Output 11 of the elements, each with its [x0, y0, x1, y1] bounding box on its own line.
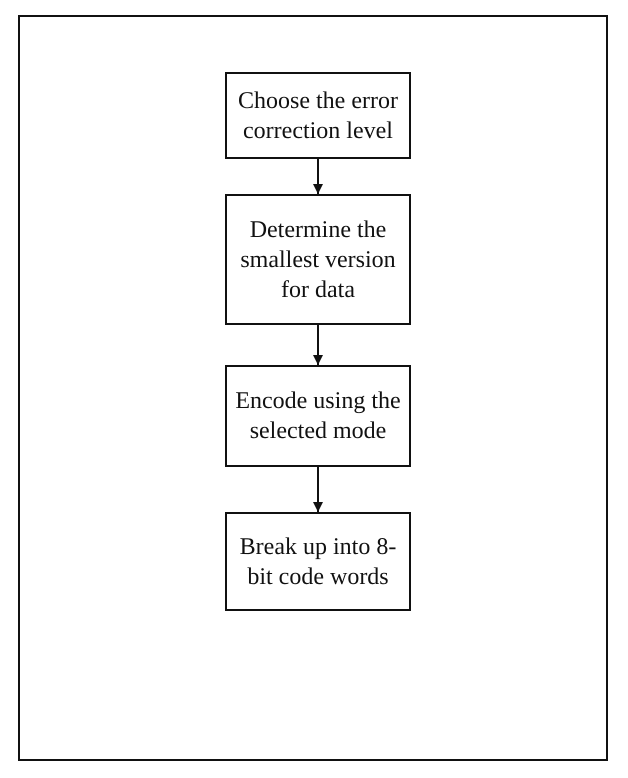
box-text: Determine the smallest version for data — [239, 216, 397, 304]
box-text: Break up into 8-bit code words — [238, 532, 398, 592]
process-box — [225, 194, 411, 325]
arrow — [313, 325, 323, 365]
process-box — [225, 365, 411, 467]
process-box — [225, 512, 411, 611]
arrow — [313, 467, 323, 512]
box-text: Choose the error correction level — [237, 86, 399, 146]
process-box — [225, 72, 411, 159]
arrow — [313, 159, 323, 194]
box-text: Encode using the selected mode — [235, 387, 401, 446]
